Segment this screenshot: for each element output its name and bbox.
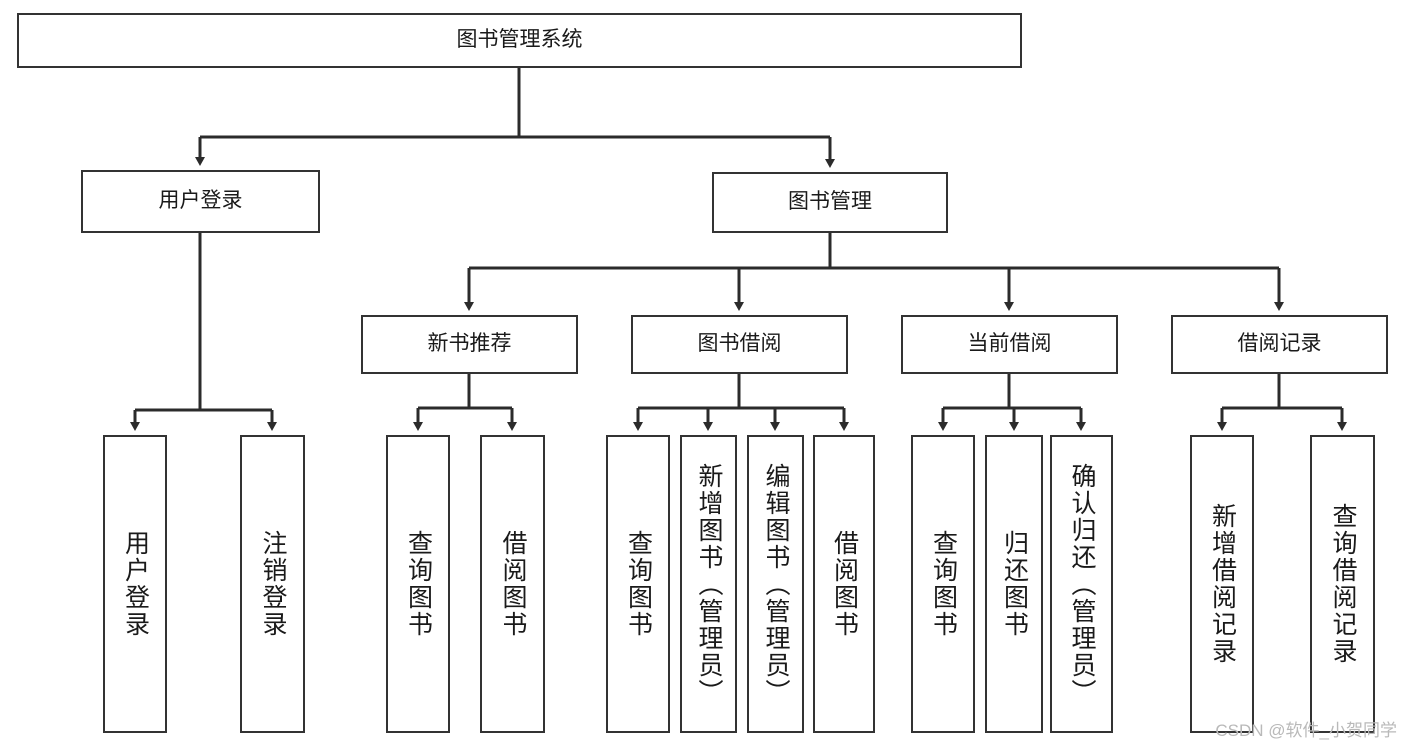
leaf-confirm-return-admin-label: 确认归还（管理员） — [1068, 462, 1096, 706]
node-book-borrowing[interactable]: 图书借阅 — [631, 315, 848, 374]
node-book-management-label: 图书管理 — [788, 190, 872, 214]
leaf-query-borrow-record-label: 查询借阅记录 — [1329, 503, 1357, 665]
node-root-label: 图书管理系统 — [456, 28, 583, 52]
leaf-edit-book-admin-label: 编辑图书（管理员） — [762, 462, 790, 706]
leaf-borrow-books-label: 借阅图书 — [830, 530, 859, 638]
leaf-query-books-recommendation[interactable]: 查询图书 — [386, 435, 450, 733]
leaf-logout-label: 注销登录 — [259, 530, 287, 638]
node-current-borrowing-label: 当前借阅 — [967, 332, 1052, 356]
leaf-add-book-admin[interactable]: 新增图书（管理员） — [680, 435, 737, 733]
node-new-book-recommendation[interactable]: 新书推荐 — [361, 315, 578, 374]
leaf-borrow-books-recommendation[interactable]: 借阅图书 — [480, 435, 545, 733]
leaf-query-books-recommendation-label: 查询图书 — [404, 530, 433, 638]
node-root[interactable]: 图书管理系统 — [17, 13, 1022, 68]
node-book-borrowing-label: 图书借阅 — [697, 332, 782, 356]
leaf-borrow-books-recommendation-label: 借阅图书 — [499, 530, 527, 638]
leaf-return-books-label: 归还图书 — [1000, 530, 1029, 638]
leaf-return-books[interactable]: 归还图书 — [985, 435, 1043, 733]
leaf-add-borrow-record-label: 新增借阅记录 — [1208, 503, 1237, 665]
node-new-book-recommendation-label: 新书推荐 — [427, 332, 512, 356]
leaf-edit-book-admin[interactable]: 编辑图书（管理员） — [747, 435, 804, 733]
leaf-query-borrow-record[interactable]: 查询借阅记录 — [1310, 435, 1375, 733]
node-borrow-records-label: 借阅记录 — [1237, 332, 1322, 356]
watermark: CSDN @软件_小贺同学 — [1215, 721, 1397, 740]
node-user-login-label: 用户登录 — [158, 189, 243, 213]
leaf-user-login[interactable]: 用户登录 — [103, 435, 167, 733]
leaf-confirm-return-admin[interactable]: 确认归还（管理员） — [1050, 435, 1113, 733]
node-borrow-records[interactable]: 借阅记录 — [1171, 315, 1388, 374]
leaf-add-borrow-record[interactable]: 新增借阅记录 — [1190, 435, 1254, 733]
leaf-query-books-borrowing[interactable]: 查询图书 — [606, 435, 670, 733]
leaf-query-books-current-label: 查询图书 — [929, 530, 958, 638]
node-current-borrowing[interactable]: 当前借阅 — [901, 315, 1118, 374]
leaf-query-books-borrowing-label: 查询图书 — [624, 530, 653, 638]
leaf-add-book-admin-label: 新增图书（管理员） — [695, 462, 723, 706]
leaf-query-books-current[interactable]: 查询图书 — [911, 435, 975, 733]
leaf-borrow-books[interactable]: 借阅图书 — [813, 435, 875, 733]
node-book-management[interactable]: 图书管理 — [712, 172, 948, 233]
node-user-login[interactable]: 用户登录 — [81, 170, 320, 233]
leaf-user-login-label: 用户登录 — [121, 530, 150, 638]
leaf-logout[interactable]: 注销登录 — [240, 435, 305, 733]
